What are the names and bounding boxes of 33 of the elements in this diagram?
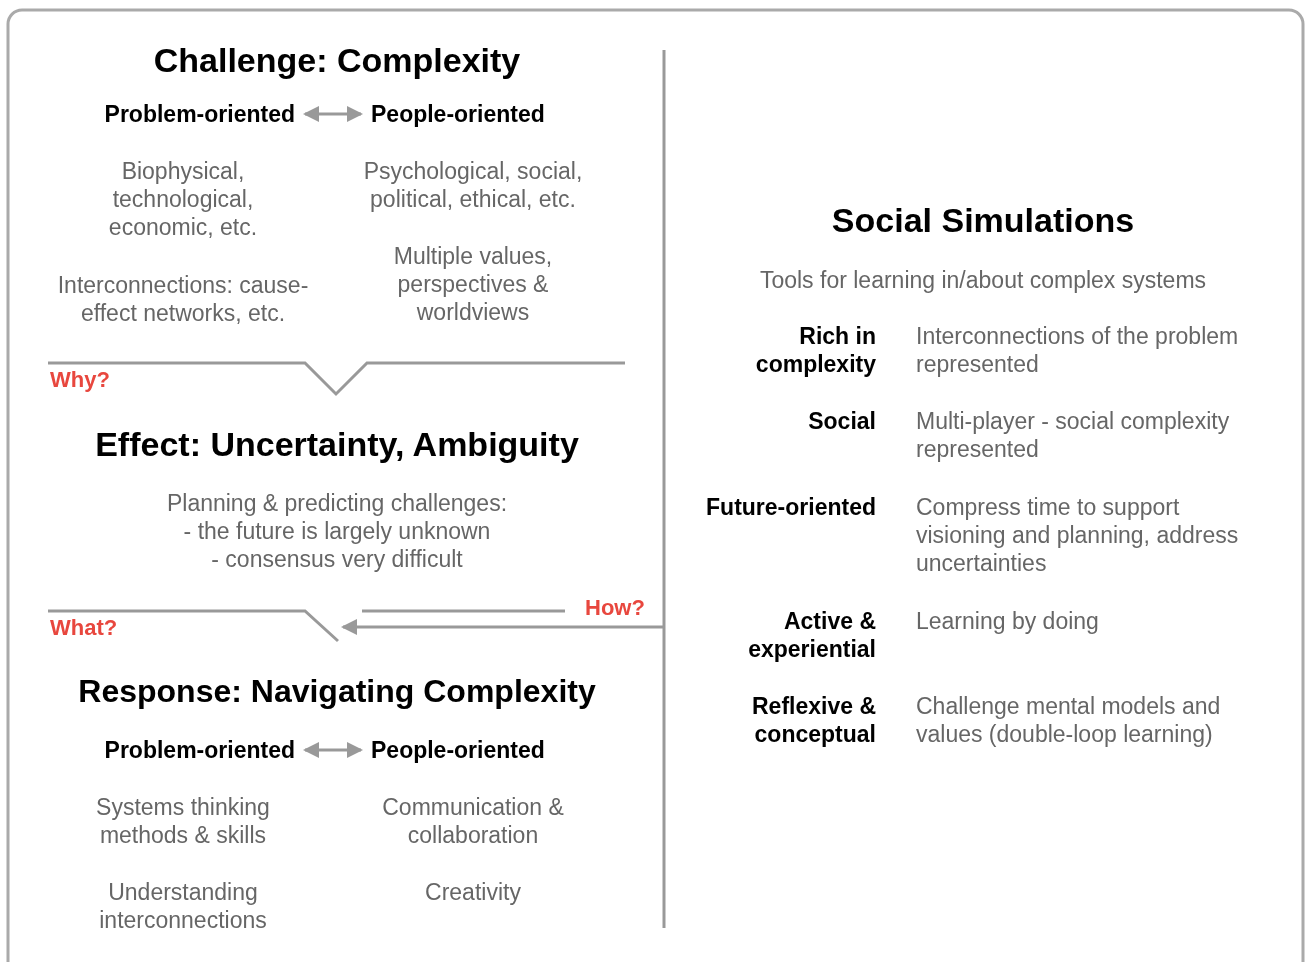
description-text: Interconnections of the problem represented [916, 322, 1240, 378]
description-text: - consensus very difficult [210, 545, 464, 573]
description-text: Psychological, social, political, ethical, etc. [362, 157, 584, 213]
description-text: Planning & predicting challenges: [165, 489, 509, 517]
description-text: - the future is largely unknown [182, 517, 492, 545]
description-text: Tools for learning in/about complex systems [758, 266, 1208, 294]
term-label: Rich in complexity [754, 322, 876, 378]
category-heading: People-oriented [371, 736, 545, 764]
section-heading: Challenge: Complexity [37, 40, 637, 80]
description-text: Interconnections: cause-effect networks, etc. [56, 271, 310, 327]
term-label: Social [807, 407, 876, 435]
description-text: Systems thinking methods & skills [95, 793, 271, 849]
category-heading: Problem-oriented [104, 100, 295, 128]
term-label: Active & experiential [747, 607, 876, 663]
description-text: Multiple values, perspectives & worldviews [392, 242, 554, 326]
description-text: Understanding interconnections [98, 878, 268, 934]
description-text: Biophysical, technological, economic, etc. [107, 157, 259, 241]
section-heading: Response: Navigating Complexity [37, 671, 637, 711]
category-heading: People-oriented [371, 100, 545, 128]
arrow [341, 619, 663, 635]
term-label: Future-oriented [706, 493, 876, 521]
double-arrow [303, 106, 363, 122]
category-heading: Problem-oriented [104, 736, 295, 764]
description-text: Challenge mental models and values (double-loop learning) [916, 692, 1222, 748]
description-text: Communication & collaboration [381, 793, 565, 849]
term-label: Reflexive & conceptual [751, 692, 876, 748]
double-arrow [303, 742, 363, 758]
section-heading: Effect: Uncertainty, Ambiguity [37, 424, 637, 464]
description-text: Learning by doing [916, 607, 1100, 635]
description-text: Creativity [424, 878, 522, 906]
section-heading: Social Simulations [683, 200, 1283, 240]
description-text: Multi-player - social complexity represented [916, 407, 1231, 463]
description-text: Compress time to support visioning and planning, address uncertainties [916, 493, 1240, 577]
